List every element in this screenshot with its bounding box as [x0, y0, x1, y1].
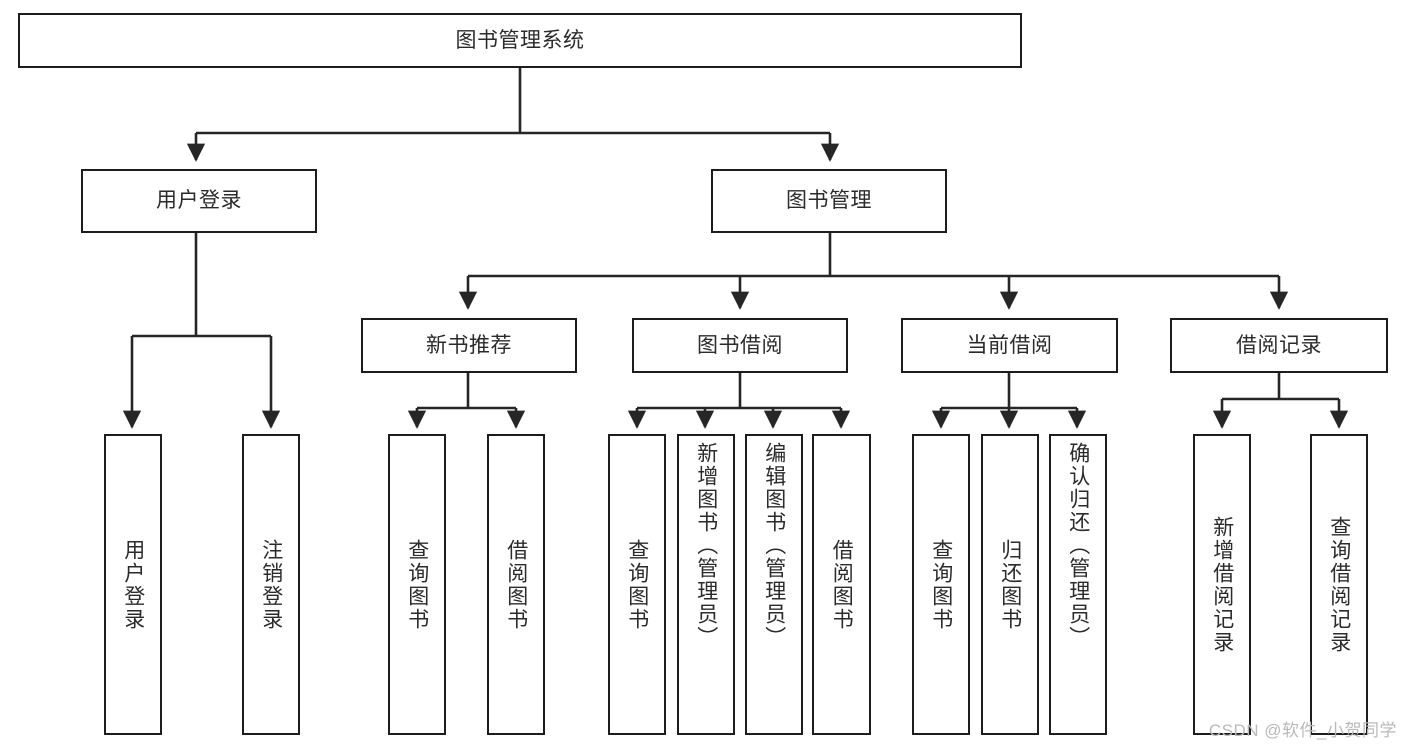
node-new-book-recommend-label: 新书推荐 — [426, 333, 512, 357]
leaf-add-borrow-record-label: 新增借阅记录 — [1210, 515, 1234, 654]
node-current-borrow[interactable]: 当前借阅 — [901, 318, 1118, 373]
leaf-query-book-recommend-label: 查询图书 — [405, 538, 429, 631]
leaf-borrow-book[interactable]: 借阅图书 — [812, 434, 871, 735]
leaf-user-login[interactable]: 用户登录 — [104, 434, 162, 735]
node-current-borrow-label: 当前借阅 — [966, 333, 1053, 357]
leaf-query-borrow-record-label: 查询借阅记录 — [1327, 515, 1351, 654]
leaf-logout-label: 注销登录 — [259, 538, 283, 631]
leaf-add-book-admin-label: 新增图书（管理员） — [694, 442, 718, 649]
leaf-edit-book-admin-label: 编辑图书（管理员） — [762, 442, 786, 649]
leaf-query-book-borrow[interactable]: 查询图书 — [608, 434, 666, 735]
leaf-query-borrow-record[interactable]: 查询借阅记录 — [1310, 434, 1368, 735]
leaf-borrow-book-recommend-label: 借阅图书 — [504, 538, 528, 631]
node-new-book-recommend[interactable]: 新书推荐 — [361, 318, 577, 373]
leaf-confirm-return-admin-label: 确认归还（管理员） — [1066, 442, 1090, 649]
node-root-label: 图书管理系统 — [455, 28, 585, 52]
leaf-add-borrow-record[interactable]: 新增借阅记录 — [1193, 434, 1251, 735]
leaf-edit-book-admin[interactable]: 编辑图书（管理员） — [745, 434, 803, 735]
node-book-management-label: 图书管理 — [786, 189, 872, 213]
leaf-query-book-current[interactable]: 查询图书 — [912, 434, 970, 735]
leaf-query-book-borrow-label: 查询图书 — [625, 538, 649, 631]
node-user-login[interactable]: 用户登录 — [81, 169, 317, 233]
leaf-borrow-book-label: 借阅图书 — [830, 538, 854, 631]
node-book-borrow-label: 图书借阅 — [697, 333, 783, 357]
leaf-query-book-current-label: 查询图书 — [929, 538, 953, 631]
leaf-return-book[interactable]: 归还图书 — [981, 434, 1039, 735]
leaf-add-book-admin[interactable]: 新增图书（管理员） — [677, 434, 735, 735]
node-user-login-label: 用户登录 — [156, 189, 242, 213]
leaf-return-book-label: 归还图书 — [998, 538, 1022, 631]
node-book-management[interactable]: 图书管理 — [711, 169, 947, 233]
node-borrow-record-label: 借阅记录 — [1236, 333, 1322, 357]
node-root[interactable]: 图书管理系统 — [18, 13, 1022, 68]
leaf-borrow-book-recommend[interactable]: 借阅图书 — [487, 434, 545, 735]
leaf-query-book-recommend[interactable]: 查询图书 — [388, 434, 446, 735]
csdn-watermark: CSDN @软件_小贺同学 — [1208, 721, 1397, 740]
leaf-logout[interactable]: 注销登录 — [242, 434, 300, 735]
leaf-user-login-label: 用户登录 — [121, 538, 145, 631]
node-borrow-record[interactable]: 借阅记录 — [1170, 318, 1388, 373]
leaf-confirm-return-admin[interactable]: 确认归还（管理员） — [1049, 434, 1107, 735]
node-book-borrow[interactable]: 图书借阅 — [632, 318, 848, 373]
